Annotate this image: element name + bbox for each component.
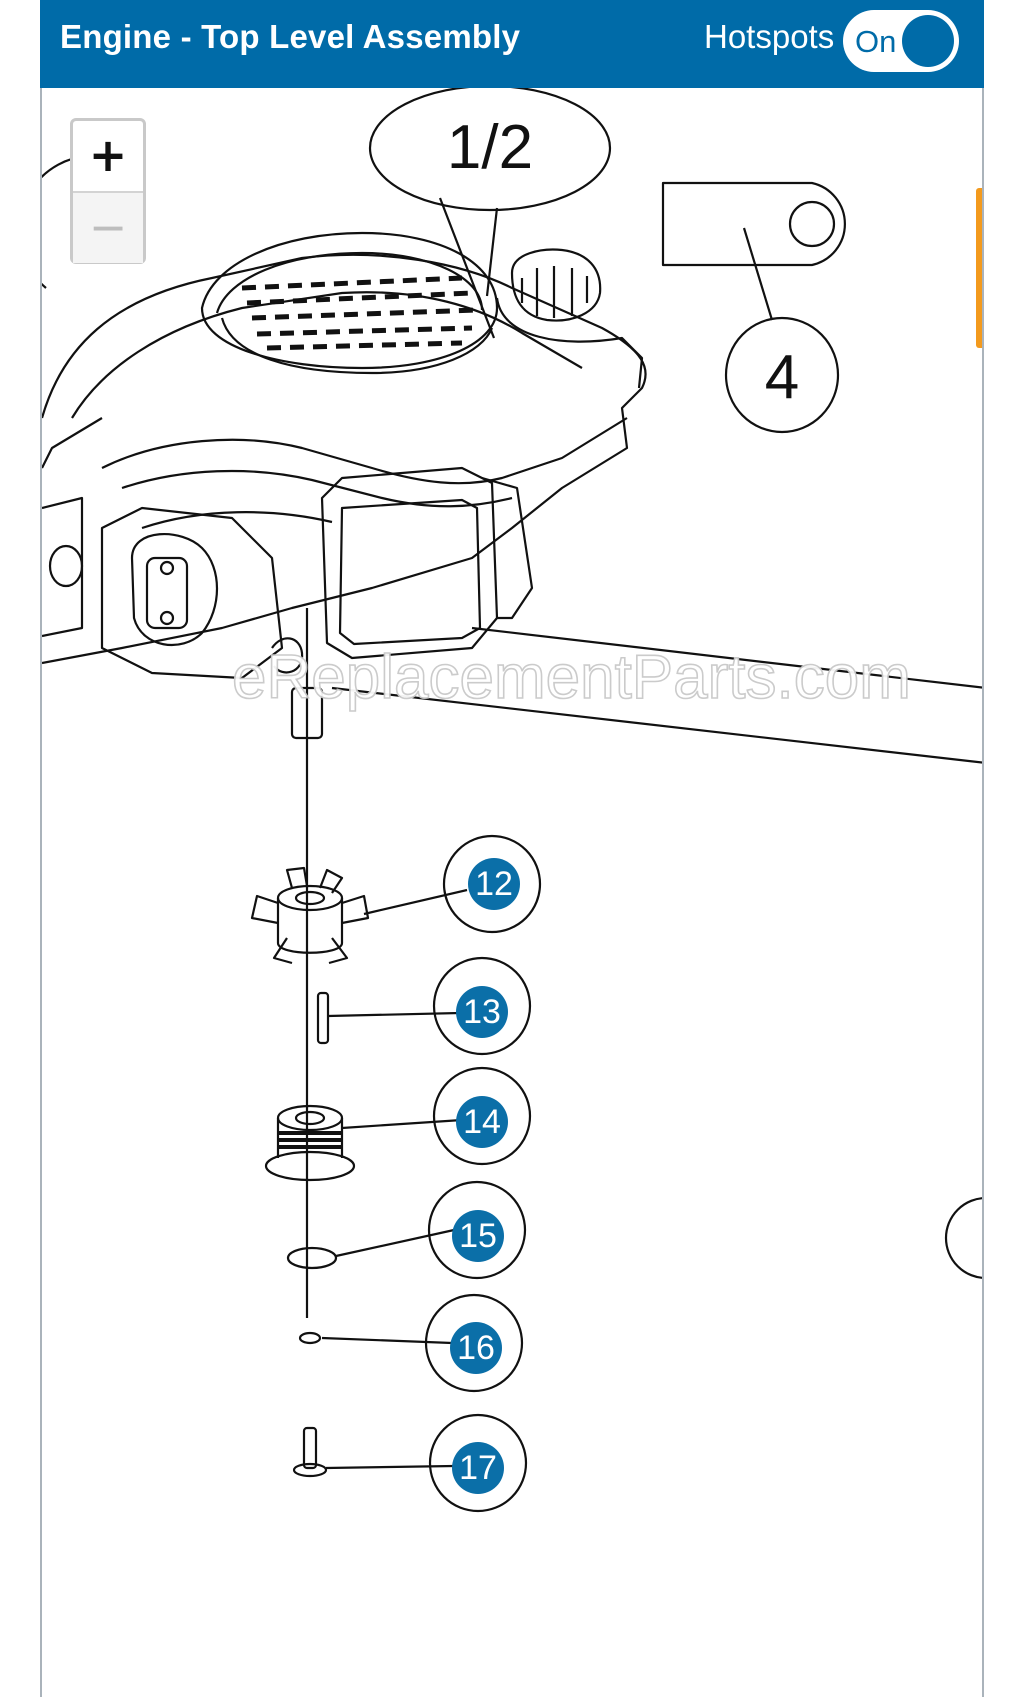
part-13-key: [316, 991, 330, 1045]
toggle-knob: [902, 15, 954, 67]
callout-label-1-2: 1/2: [447, 113, 533, 182]
callout-ring-14: [432, 1066, 532, 1166]
toggle-state-label: On: [855, 24, 897, 59]
zoom-control: + −: [70, 118, 146, 264]
hotspots-toggle[interactable]: On: [843, 10, 959, 72]
scrollbar-indicator[interactable]: [976, 188, 982, 348]
callout-ring-15: [427, 1180, 527, 1280]
callout-ring-12: [442, 834, 542, 934]
part-14-pulley: [264, 1104, 356, 1182]
part-17-bolt: [292, 1426, 328, 1478]
partial-ring-right: [944, 1197, 982, 1279]
part-15-washer: [286, 1246, 338, 1270]
hotspot-12[interactable]: 12: [468, 858, 520, 910]
engine-body-drawing: [42, 231, 982, 1318]
hotspots-label: Hotspots: [704, 18, 835, 55]
part-16-lockwasher: [298, 1331, 322, 1345]
page-title: Engine - Top Level Assembly: [60, 18, 521, 55]
callout-ring-16: [424, 1293, 524, 1393]
zoom-out-button[interactable]: −: [73, 193, 143, 263]
hotspot-16[interactable]: 16: [450, 1322, 502, 1374]
header-bar: Engine - Top Level Assembly Hotspots On: [40, 0, 984, 88]
hotspot-14[interactable]: 14: [456, 1096, 508, 1148]
hotspot-13[interactable]: 13: [456, 986, 508, 1038]
callout-ring-13: [432, 956, 532, 1056]
hotspot-15[interactable]: 15: [452, 1210, 504, 1262]
part-12-impeller: [250, 866, 370, 965]
zoom-in-button[interactable]: +: [73, 121, 143, 193]
hotspot-17[interactable]: 17: [452, 1442, 504, 1494]
watermark-text: eReplacementParts.com: [232, 643, 911, 712]
callout-bubble-4: [724, 316, 840, 434]
exploded-parts-diagram: 1/2 4 eReplacementParts.com: [42, 88, 982, 1513]
callout-ring-17: [428, 1413, 528, 1513]
callout-bubble-1-2: [368, 88, 612, 212]
diagram-viewer[interactable]: 1/2 4 eReplacementParts.com + − 12 13 14…: [40, 88, 984, 1697]
callout-label-4: 4: [765, 343, 799, 412]
tag-part: [661, 181, 846, 267]
